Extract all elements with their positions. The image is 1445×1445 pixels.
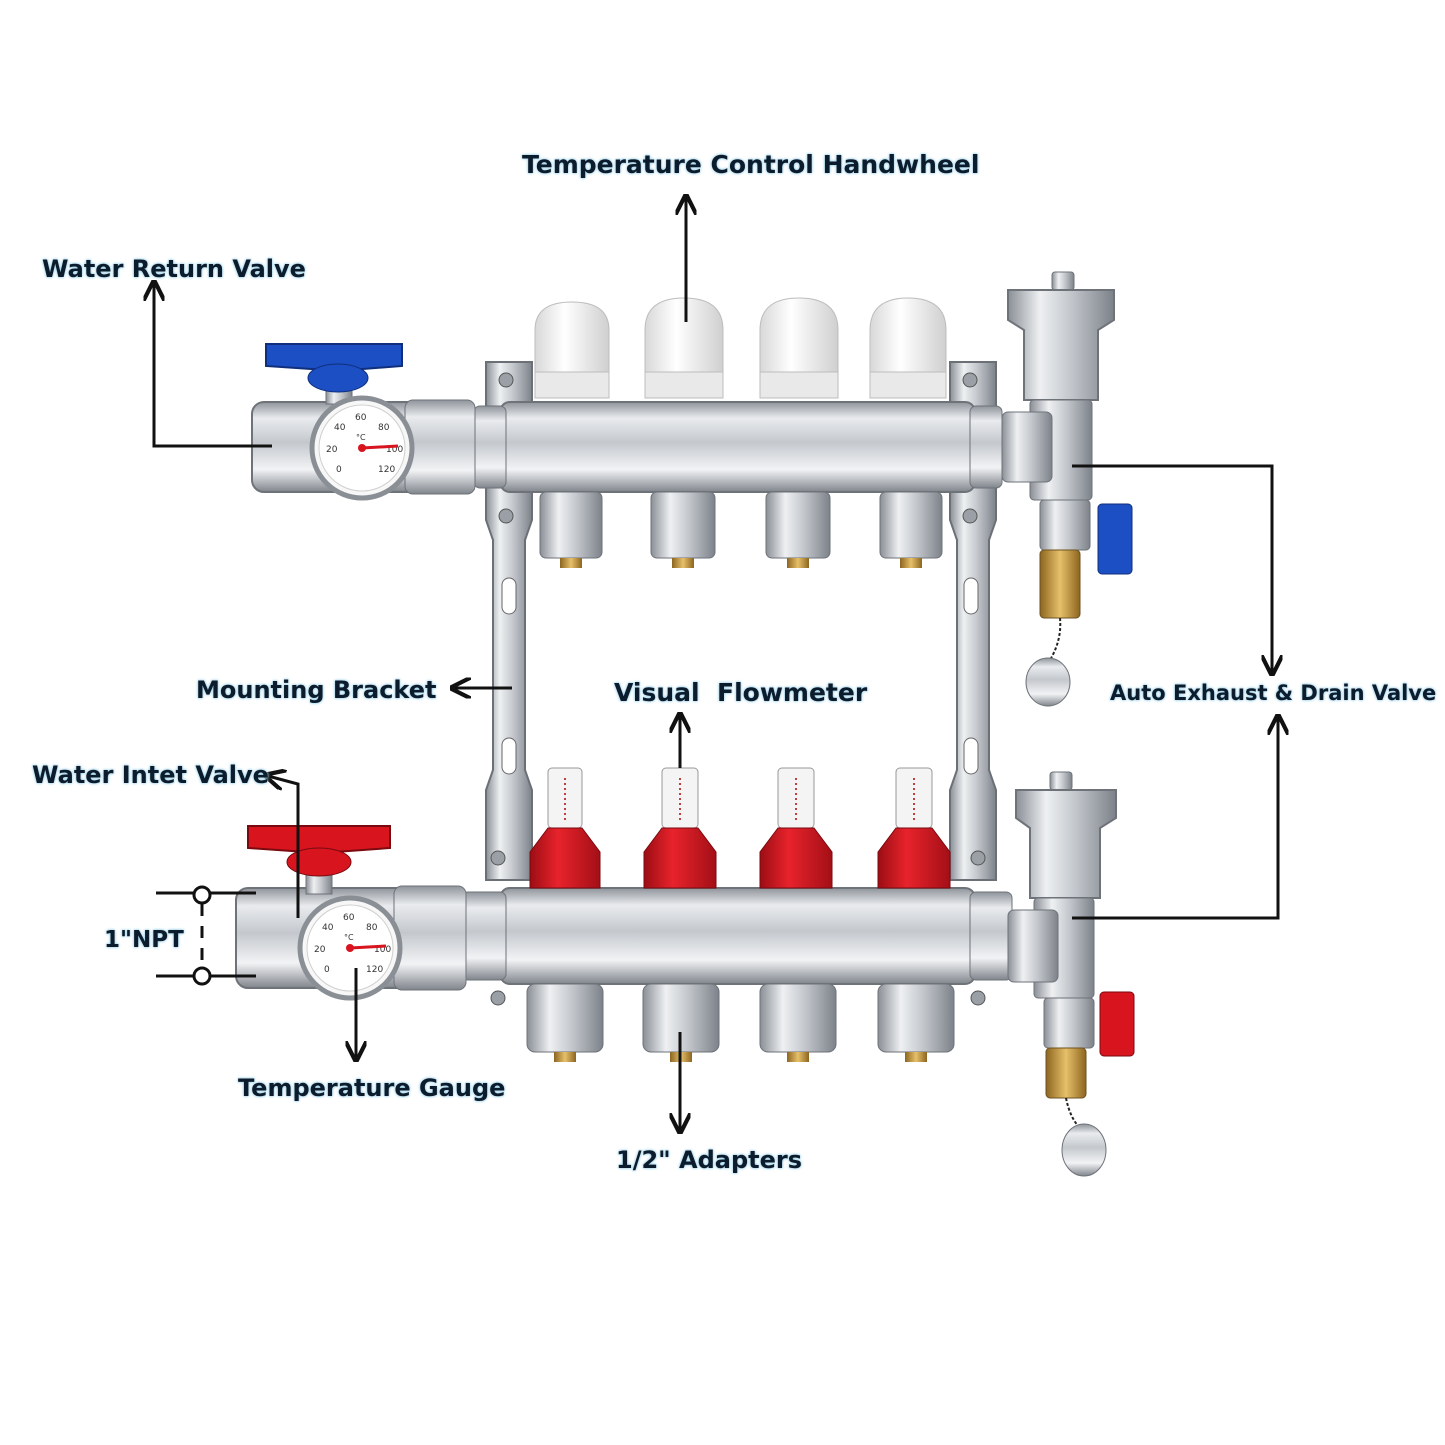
- return-manifold: [473, 401, 1003, 493]
- return-temperature-gauge: 0 20 40 60 80 100 120 °C: [309, 395, 415, 501]
- inlet-gauge-tick-120: 120: [366, 965, 383, 975]
- top-adapters: [539, 491, 943, 568]
- label-auto-exhaust-drain-valve: Auto Exhaust & Drain Valve: [1110, 681, 1437, 705]
- label-water-inlet-valve: Water Intet Valve: [32, 761, 269, 789]
- label-temperature-gauge: Temperature Gauge: [238, 1074, 506, 1102]
- handwheel-2: [644, 297, 724, 399]
- handwheel-3: [759, 297, 839, 399]
- handwheel-1: [534, 301, 610, 399]
- return-gauge-tick-20: 20: [326, 445, 338, 455]
- return-gauge-tick-120: 120: [378, 465, 395, 475]
- handwheel-4: [869, 297, 947, 399]
- flowmeter-4: [877, 767, 951, 889]
- flowmeter-1: [529, 767, 601, 889]
- inlet-gauge-tick-0: 0: [324, 965, 330, 975]
- inlet-gauge-unit: °C: [344, 933, 354, 942]
- inlet-gauge-tick-80: 80: [366, 923, 378, 933]
- return-gauge-tick-80: 80: [378, 423, 390, 433]
- inlet-temperature-gauge: 0 20 40 60 80 100 120 °C: [297, 895, 403, 1001]
- label-temperature-control-handwheel: Temperature Control Handwheel: [522, 150, 980, 179]
- label-adapters: 1/2" Adapters: [616, 1146, 803, 1174]
- inlet-gauge-tick-100: 100: [374, 945, 391, 955]
- bottom-adapters: [526, 983, 955, 1062]
- label-visual-flowmeter: Visual Flowmeter: [614, 678, 868, 707]
- return-gauge-tick-60: 60: [355, 413, 367, 423]
- inlet-gauge-tick-60: 60: [343, 913, 355, 923]
- inlet-gauge-tick-20: 20: [314, 945, 326, 955]
- supply-manifold: [461, 887, 1013, 985]
- return-gauge-tick-40: 40: [334, 423, 346, 433]
- flowmeter-3: [759, 767, 833, 889]
- return-gauge-tick-100: 100: [386, 445, 403, 455]
- top-auto-exhaust-drain-valve: [1001, 271, 1133, 707]
- inlet-gauge-tick-40: 40: [322, 923, 334, 933]
- return-gauge-unit: °C: [356, 433, 366, 442]
- flowmeter-2: [643, 767, 717, 889]
- label-mounting-bracket: Mounting Bracket: [196, 676, 437, 704]
- label-npt-size: 1"NPT: [104, 927, 184, 953]
- npt-markers: [192, 885, 212, 986]
- return-gauge-tick-0: 0: [336, 465, 342, 475]
- bottom-auto-exhaust-drain-valve: [1007, 771, 1135, 1177]
- label-water-return-valve: Water Return Valve: [42, 255, 306, 283]
